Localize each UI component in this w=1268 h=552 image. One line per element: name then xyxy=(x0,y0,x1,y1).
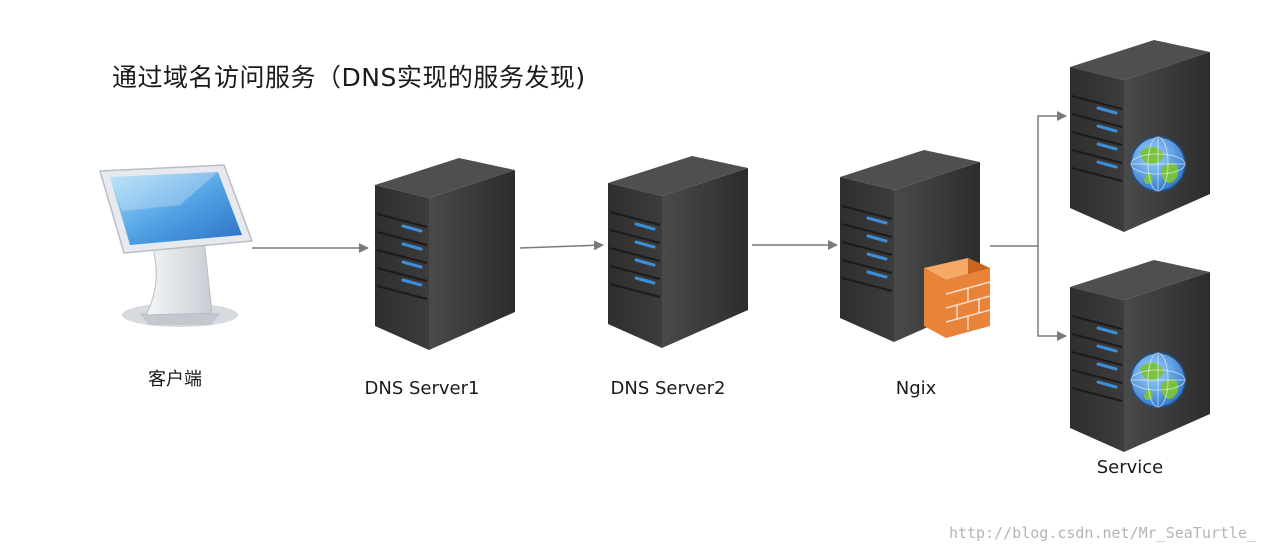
diagram-title: 通过域名访问服务（DNS实现的服务发现) xyxy=(112,63,586,92)
nginx-label: Ngix xyxy=(895,378,937,399)
dns-server2-label: DNS Server2 xyxy=(610,378,726,399)
client-label: 客户端 xyxy=(148,369,202,390)
web-server-icon xyxy=(1068,38,1212,234)
dns-server1-label: DNS Server1 xyxy=(364,378,480,399)
kiosk-terminal-icon xyxy=(99,164,254,327)
firewall-icon xyxy=(924,258,991,338)
server-tower-icon xyxy=(606,154,750,350)
firewall-server-icon xyxy=(838,148,991,344)
service-label: Service xyxy=(1096,457,1164,478)
connector-dns1-dns2 xyxy=(519,240,604,251)
connector-nginx-service xyxy=(990,111,1067,247)
server-tower-icon xyxy=(373,156,517,352)
web-server-icon xyxy=(1068,258,1212,454)
watermark: http://blog.csdn.net/Mr_SeaTurtle_ xyxy=(948,524,1256,542)
connector-nginx-service xyxy=(1037,246,1067,341)
